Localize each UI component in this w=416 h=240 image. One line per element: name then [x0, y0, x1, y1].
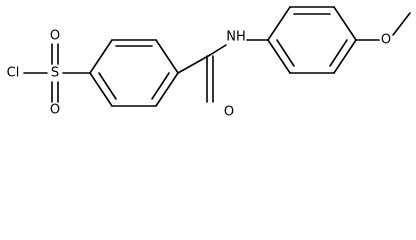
benzene-ring-2 — [267, 6, 357, 74]
atom-label-carbonyl-oxygen: O — [224, 105, 234, 120]
ring1-inner-double-bond — [98, 72, 117, 100]
ring2-inner-double-bond — [329, 39, 348, 67]
ring1-bond — [89, 72, 113, 107]
ring1-inner-double-bond — [151, 72, 170, 100]
sulfonyl-chloride-group: Cl S O O — [7, 29, 91, 118]
ring1-bond — [89, 39, 113, 74]
atom-label-amide-nitrogen: NH — [226, 30, 246, 45]
amide-group: O NH — [177, 30, 269, 120]
bond-c-n — [209, 44, 227, 56]
methoxy-group: O — [355, 12, 411, 48]
ring2-bond — [333, 6, 357, 41]
atom-label-sulfonyl-oxygen-bottom: O — [50, 103, 60, 118]
ring1-bond — [155, 39, 179, 74]
bond-ring-carbonyl-carbon — [177, 54, 211, 74]
benzene-ring-1 — [89, 39, 179, 107]
chemical-structure: Cl S O O O NH — [7, 6, 411, 120]
atom-label-sulfonyl-oxygen-top: O — [50, 29, 60, 44]
ring2-bond — [333, 39, 357, 74]
atom-label-chlorine: Cl — [7, 66, 20, 81]
atom-label-sulfur: S — [51, 66, 59, 81]
ring2-bond — [267, 6, 291, 41]
ring2-bond — [267, 39, 291, 74]
ring2-inner-double-bond — [276, 39, 295, 67]
ring1-bond — [155, 72, 179, 107]
atom-label-ether-oxygen: O — [381, 33, 391, 48]
bond-oxygen-methyl — [392, 12, 411, 36]
